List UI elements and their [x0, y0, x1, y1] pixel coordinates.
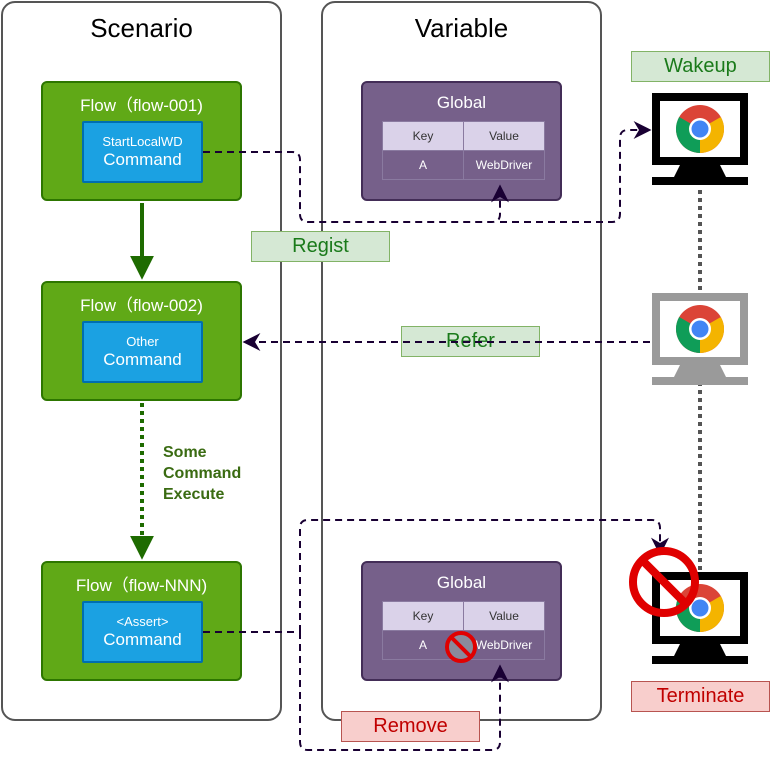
value-cell: WebDriver — [463, 150, 545, 180]
command-label: Command — [103, 630, 182, 649]
note-line-2: Command — [163, 465, 242, 482]
command-label: Command — [103, 150, 182, 169]
key-header: Key — [382, 601, 464, 631]
command-name: StartLocalWD — [102, 134, 183, 149]
remove-connector — [299, 632, 509, 751]
wakeup-connector — [500, 121, 652, 223]
remove-label: Remove — [341, 711, 480, 742]
chrome-icon — [675, 105, 725, 154]
flow-nnn-box: Flow（flow-NNN) <Assert> Command — [41, 561, 242, 681]
global-variable-box: Global Key Value A WebDriver — [361, 81, 562, 201]
command-box: Other Command — [82, 321, 203, 383]
command-box: StartLocalWD Command — [82, 121, 203, 183]
terminate-connector — [299, 519, 669, 632]
key-value-table: Key Value A WebDriver — [382, 121, 545, 180]
chrome-icon — [675, 305, 725, 353]
key-cell: A — [382, 150, 464, 180]
value-header: Value — [463, 121, 545, 151]
command-box: <Assert> Command — [82, 601, 203, 663]
flow-title: Flow（flow-001) — [80, 96, 203, 115]
command-name: Other — [126, 334, 159, 349]
scenario-title: Scenario — [90, 13, 193, 43]
regist-label: Regist — [251, 231, 390, 262]
note-line-3: Execute — [163, 486, 225, 503]
global-title: Global — [436, 93, 487, 112]
flow-001-box: Flow（flow-001) StartLocalWD Command — [41, 81, 242, 201]
flow-002-box: Flow（flow-002) Other Command — [41, 281, 242, 401]
command-name: <Assert> — [116, 614, 169, 629]
value-header: Value — [463, 601, 545, 631]
some-command-execute-note: Some Command Execute — [163, 442, 273, 505]
flow-title: Flow（flow-NNN) — [75, 576, 208, 595]
terminate-label: Terminate — [631, 681, 770, 712]
regist-connector — [203, 151, 509, 223]
prohibited-icon — [629, 547, 699, 617]
computer-monitor-icon — [652, 293, 748, 385]
prohibited-icon — [445, 631, 477, 663]
global-title: Global — [436, 573, 487, 592]
note-line-1: Some — [163, 444, 207, 461]
computer-monitor-icon — [652, 93, 748, 185]
variable-title: Variable — [414, 13, 509, 43]
wakeup-label: Wakeup — [631, 51, 770, 82]
flow-title: Flow（flow-002) — [80, 296, 203, 315]
command-label: Command — [103, 350, 182, 369]
